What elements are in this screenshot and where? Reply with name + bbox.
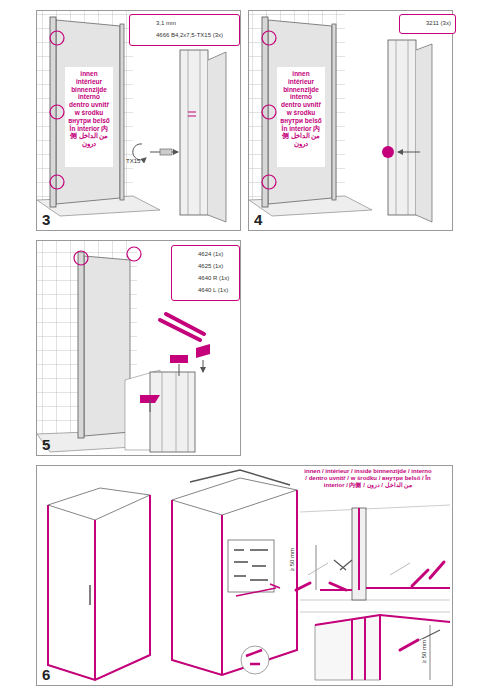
inside-label-box: innen intérieur binnenzijde interno dent… <box>277 67 325 167</box>
part-number: 3,1 mm <box>130 17 236 29</box>
part-number: 4625 (1x) <box>172 260 236 272</box>
dimension: ≥ 50 mm <box>421 639 428 664</box>
step-number: 5 <box>42 437 50 452</box>
part-number: 4666 B4,2x7,5-TX15 (3x) <box>130 29 236 41</box>
step-panel: 5 4624 (1x)4625 (1x)4640 R (1x)4640 L (1x… <box>36 240 241 456</box>
inside-label-box: innen intérieur binnenzijde interno dent… <box>65 67 113 167</box>
step6-art <box>48 470 450 680</box>
part-number: 3211 (3x) <box>400 17 452 29</box>
step-number: 4 <box>254 212 262 227</box>
step-number: 3 <box>42 212 50 227</box>
step4-art <box>249 11 432 222</box>
dimension: ≥ 50 mm <box>289 547 296 572</box>
step-panel: 3 3,1 mm4666 B4,2x7,5-TX15 (3x) innen inté… <box>36 10 241 231</box>
tool-label: TX15 <box>126 158 156 165</box>
inside-note: innen intérieur binnenzijde interno dent… <box>279 70 323 148</box>
step-panel: 4 3211 (3x) innen intérieur binnenzijde in… <box>248 10 453 231</box>
step-panel: 6 <box>36 465 453 686</box>
part-number: 4640 L (1x) <box>172 284 236 296</box>
parts-box: 4624 (1x)4625 (1x)4640 R (1x)4640 L (1x) <box>171 245 240 301</box>
inside-note: innen / intérieur / inside binnenzijde /… <box>304 468 432 490</box>
step-number: 6 <box>42 667 50 682</box>
inside-note: innen intérieur binnenzijde interno dent… <box>67 70 111 148</box>
parts-box: 3,1 mm4666 B4,2x7,5-TX15 (3x) <box>129 14 240 46</box>
part-number: 4624 (1x) <box>172 248 236 260</box>
part-number: 4640 R (1x) <box>172 272 236 284</box>
parts-box: 3211 (3x) <box>399 14 456 34</box>
